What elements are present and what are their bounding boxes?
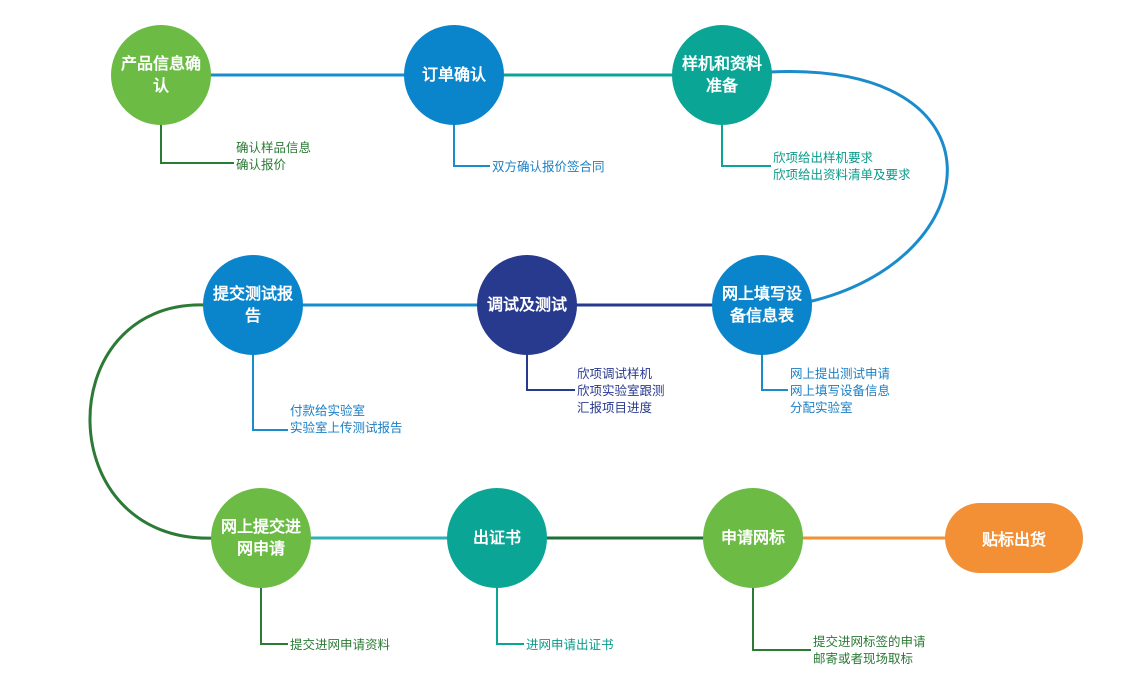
- step-submit-report[interactable]: 提交测试报告: [203, 255, 303, 355]
- flow-curve-3-4: [769, 70, 949, 304]
- note: 欣项给出资料清单及要求: [773, 167, 911, 182]
- note: 欣项调试样机: [577, 366, 653, 381]
- step-order-confirm[interactable]: 订单确认: [404, 25, 504, 125]
- note: 欣项实验室跟测: [577, 383, 665, 398]
- note: 欣项给出样机要求: [773, 150, 874, 165]
- step-product-info-confirm[interactable]: 产品信息确认: [111, 25, 211, 125]
- notes-step-3: 欣项给出样机要求 欣项给出资料清单及要求: [773, 149, 911, 183]
- note: 提交进网标签的申请: [813, 634, 926, 649]
- note: 邮寄或者现场取标: [813, 651, 914, 666]
- note: 汇报项目进度: [577, 400, 653, 415]
- notes-step-5: 欣项调试样机 欣项实验室跟测 汇报项目进度: [577, 365, 665, 416]
- step-certificate[interactable]: 出证书: [447, 488, 547, 588]
- step-apply-label[interactable]: 申请网标: [703, 488, 803, 588]
- note: 进网申请出证书: [526, 637, 614, 652]
- note: 网上填写设备信息: [790, 383, 891, 398]
- notes-step-6: 付款给实验室 实验室上传测试报告: [290, 402, 403, 436]
- step-network-application[interactable]: 网上提交进网申请: [211, 488, 311, 588]
- notes-step-8: 进网申请出证书: [526, 636, 614, 653]
- note: 网上提出测试申请: [790, 366, 891, 381]
- notes-step-7: 提交进网申请资料: [290, 636, 390, 653]
- note: 实验室上传测试报告: [290, 420, 403, 435]
- flow-curve-6-7: [88, 303, 216, 540]
- step-online-device-form[interactable]: 网上填写设备信息表: [712, 255, 812, 355]
- step-debug-test[interactable]: 调试及测试: [477, 255, 577, 355]
- notes-step-9: 提交进网标签的申请 邮寄或者现场取标: [813, 633, 926, 667]
- step-label-ship[interactable]: 贴标出货: [945, 503, 1083, 573]
- note: 分配实验室: [790, 400, 853, 415]
- notes-step-1: 确认样品信息 确认报价: [236, 139, 311, 173]
- notes-step-4: 网上提出测试申请 网上填写设备信息 分配实验室: [790, 365, 890, 416]
- note: 付款给实验室: [290, 403, 366, 418]
- notes-step-2: 双方确认报价签合同: [492, 158, 605, 175]
- step-sample-prep[interactable]: 样机和资料准备: [672, 25, 772, 125]
- note: 确认报价: [236, 157, 287, 172]
- note: 确认样品信息: [236, 140, 312, 155]
- note: 双方确认报价签合同: [492, 159, 605, 174]
- note: 提交进网申请资料: [290, 637, 391, 652]
